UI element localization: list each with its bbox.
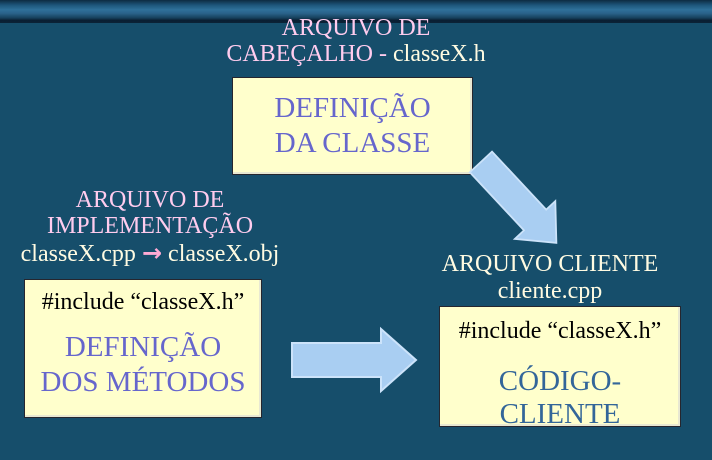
client-label: ARQUIVO CLIENTE cliente.cpp [410, 251, 690, 305]
arrow-right-icon [291, 326, 418, 394]
header-title: ARQUIVO DE CABEÇALHO - classeX.h [0, 15, 712, 67]
methods-box-line2: DOS MÉTODOS [40, 366, 246, 398]
methods-box-line1: DEFINIÇÃO [64, 331, 222, 363]
methods-include-line: #include “classeX.h” [41, 289, 245, 315]
implementation-label: ARQUIVO DE IMPLEMENTAÇÃO classeX.cpp→cla… [6, 187, 294, 268]
methods-definition-box: #include “classeX.h” DEFINIÇÃO DOS MÉTOD… [24, 279, 262, 418]
class-definition-box: DEFINIÇÃO DA CLASSE [232, 77, 473, 175]
client-include-line: #include “classeX.h” [458, 318, 662, 344]
implementation-label-line1: ARQUIVO DE [75, 187, 225, 213]
compile-arrow-icon: → [141, 239, 163, 267]
implementation-label-line2: IMPLEMENTAÇÃO [46, 213, 254, 239]
implementation-files-line: classeX.cpp→classeX.obj [6, 239, 294, 268]
class-definition-line2: DA CLASSE [274, 127, 431, 159]
class-definition-line1: DEFINIÇÃO [274, 92, 431, 124]
header-line2-filename: classeX.h [393, 41, 486, 67]
header-line2: CABEÇALHO - classeX.h [0, 41, 712, 67]
client-label-line1: ARQUIVO CLIENTE [441, 251, 659, 277]
header-line1: ARQUIVO DE [281, 15, 431, 41]
client-code-box: #include “classeX.h” CÓDIGO-CLIENTE [439, 306, 681, 430]
client-box-line1: CÓDIGO-CLIENTE [498, 365, 622, 430]
source-file-name: classeX.cpp [20, 241, 136, 267]
top-gradient-bar [0, 0, 712, 23]
arrow-down-right-icon [468, 150, 558, 244]
header-line2-prefix: CABEÇALHO - [226, 41, 394, 67]
object-file-name: classeX.obj [168, 241, 280, 267]
client-label-line2: cliente.cpp [497, 278, 603, 304]
